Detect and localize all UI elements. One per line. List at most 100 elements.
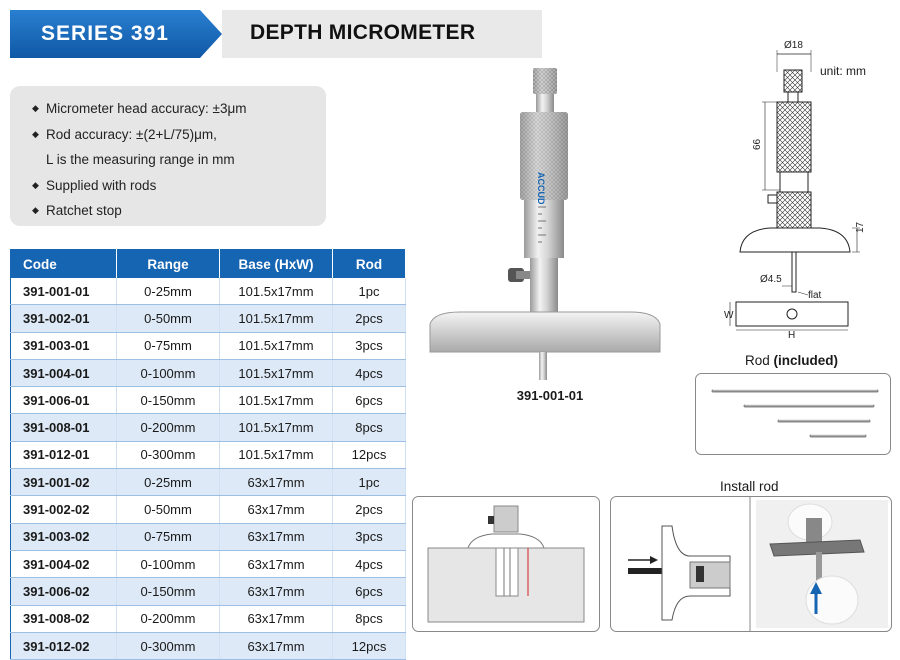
measuring-illustration [412, 496, 600, 632]
cell-range: 0-200mm [116, 605, 220, 633]
cell-rod: 12pcs [332, 632, 406, 660]
cell-code: 391-002-02 [10, 495, 117, 524]
header-base: Base (HxW) [219, 249, 333, 278]
base-h-label: H [788, 330, 795, 340]
cell-rod: 4pcs [332, 550, 406, 579]
cell-range: 0-75mm [116, 523, 220, 551]
cell-base: 101.5x17mm [219, 359, 333, 388]
cell-base: 101.5x17mm [219, 304, 333, 333]
page-title: DEPTH MICROMETER [250, 21, 476, 44]
cell-base: 63x17mm [219, 605, 333, 633]
cell-base: 63x17mm [219, 495, 333, 524]
cell-base: 63x17mm [219, 468, 333, 497]
cell-range: 0-25mm [116, 278, 220, 306]
brand-mark: ACCUD [536, 172, 546, 205]
diamond-bullet-icon: ◆ [32, 103, 39, 113]
header-range: Range [116, 249, 220, 278]
header-rod: Rod [332, 249, 406, 278]
cell-base: 63x17mm [219, 523, 333, 551]
cell-base: 101.5x17mm [219, 441, 333, 470]
cell-code: 391-001-01 [10, 278, 117, 306]
rod-box [695, 373, 891, 455]
cell-range: 0-150mm [116, 386, 220, 415]
cell-range: 0-75mm [116, 332, 220, 360]
cell-code: 391-008-01 [10, 413, 117, 442]
cell-rod: 1pc [332, 468, 406, 497]
cell-rod: 4pcs [332, 359, 406, 388]
install-rod-illustration [610, 496, 892, 632]
cell-range: 0-50mm [116, 495, 220, 524]
feature-item: ◆Micrometer head accuracy: ±3μm [32, 96, 326, 122]
dim-base-height: 17 [855, 221, 866, 233]
series-banner-shape [10, 10, 222, 58]
cell-code: 391-008-02 [10, 605, 117, 633]
cell-rod: 2pcs [332, 495, 406, 524]
product-photo: ACCUD [429, 68, 661, 380]
dim-height: 66 [752, 138, 763, 150]
base-w-label: W [724, 310, 734, 321]
diamond-bullet-icon: ◆ [32, 179, 39, 190]
cell-rod: 3pcs [332, 332, 406, 360]
cell-range: 0-300mm [116, 632, 220, 660]
series-banner: SERIES 391 [10, 10, 222, 58]
title-bar: DEPTH MICROMETER [222, 10, 542, 58]
cell-code: 391-006-02 [10, 577, 117, 606]
cell-rod: 2pcs [332, 304, 406, 333]
cell-rod: 3pcs [332, 523, 406, 551]
cell-rod: 6pcs [332, 386, 406, 415]
cell-rod: 6pcs [332, 577, 406, 606]
cell-base: 101.5x17mm [219, 332, 333, 360]
technical-drawing: Ø18 66 17 Ø4.5 flat W H [724, 40, 866, 340]
cell-base: 63x17mm [219, 550, 333, 579]
cell-code: 391-001-02 [10, 468, 117, 497]
dim-diameter: Ø18 [784, 40, 803, 51]
series-label: SERIES 391 [41, 22, 169, 45]
unit-label: unit: mm [820, 64, 867, 78]
cell-rod: 8pcs [332, 413, 406, 442]
cell-code: 391-012-01 [10, 441, 117, 470]
rod-title: Rod (included) [745, 353, 839, 368]
product-caption: 391-001-01 [516, 388, 584, 403]
dim-rod-diameter: Ø4.5 [760, 274, 782, 285]
header-code: Code [10, 249, 117, 278]
cell-range: 0-25mm [116, 468, 220, 497]
cell-code: 391-012-02 [10, 632, 117, 660]
cell-code: 391-004-02 [10, 550, 117, 579]
cell-code: 391-003-02 [10, 523, 117, 551]
table-header-row: Code Range Base (HxW) Rod [10, 249, 406, 278]
feature-item: ◆Supplied with rods [32, 173, 326, 199]
cell-rod: 1pc [332, 278, 406, 306]
feature-item-continued: L is the measuring range in mm [46, 152, 235, 167]
cell-code: 391-004-01 [10, 359, 117, 388]
cell-base: 101.5x17mm [219, 413, 333, 442]
cell-range: 0-200mm [116, 413, 220, 442]
install-title: Install rod [720, 479, 779, 494]
cell-range: 0-300mm [116, 441, 220, 470]
cell-range: 0-50mm [116, 304, 220, 333]
cell-rod: 12pcs [332, 441, 406, 470]
features-box: ◆Micrometer head accuracy: ±3μm ◆Rod acc… [10, 86, 326, 226]
cell-range: 0-100mm [116, 550, 220, 579]
cell-code: 391-006-01 [10, 386, 117, 415]
cell-code: 391-003-01 [10, 332, 117, 360]
diamond-bullet-icon: ◆ [32, 205, 39, 215]
cell-code: 391-002-01 [10, 304, 117, 333]
cell-range: 0-100mm [116, 359, 220, 388]
cell-base: 101.5x17mm [219, 278, 333, 306]
cell-rod: 8pcs [332, 605, 406, 633]
cell-range: 0-150mm [116, 577, 220, 606]
